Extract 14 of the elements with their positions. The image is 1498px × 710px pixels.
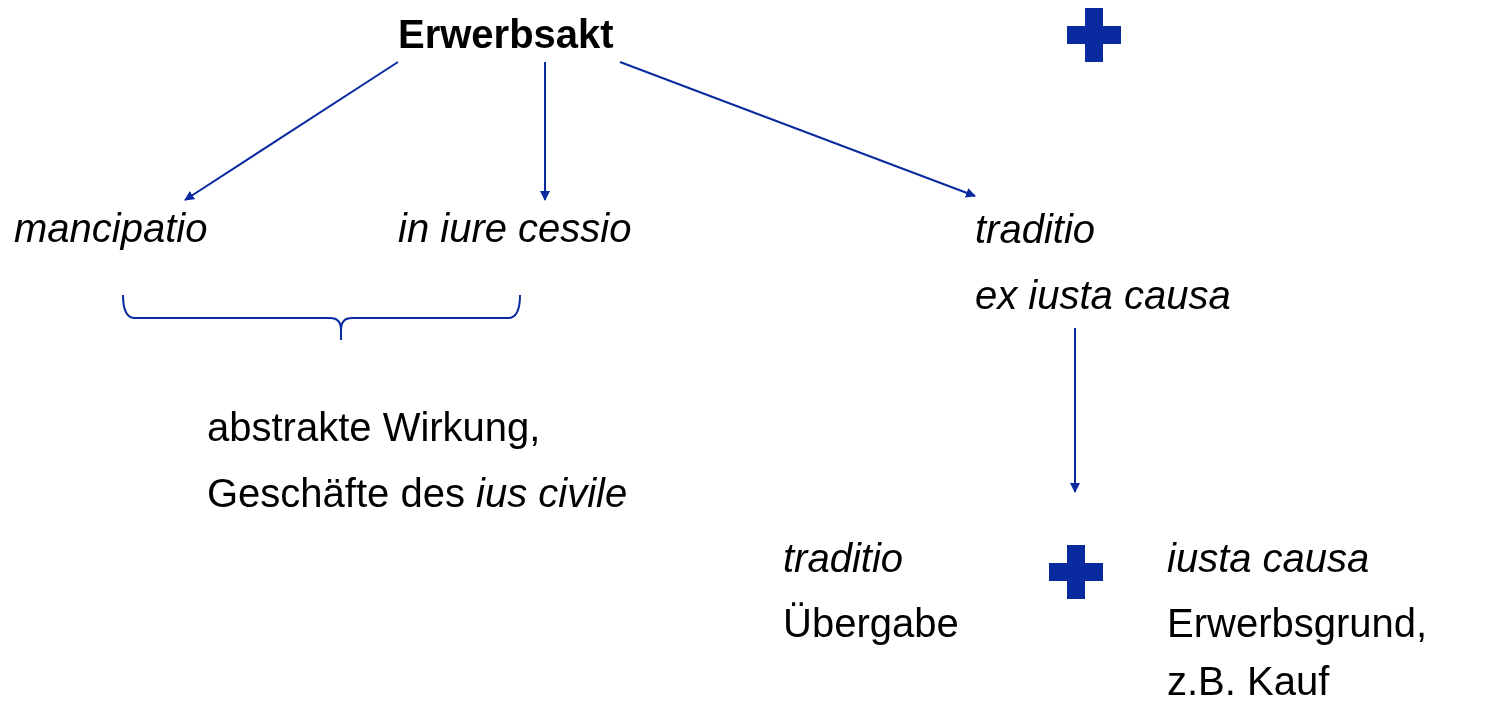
node-text: in iure cessio (398, 205, 633, 252)
node-text: mancipatio (14, 205, 209, 252)
note-text: abstrakte Wirkung, Geschäfte des ius civile (207, 404, 629, 517)
term-text: traditio (783, 535, 905, 582)
arrow (540, 61, 550, 201)
arrow (619, 61, 976, 198)
translation-text: Erwerbsgrund, z.B. Kauf (1167, 600, 1429, 705)
node-text: traditio (975, 206, 1097, 253)
translation-text: Übergabe (783, 600, 960, 647)
term-text: iusta causa (1167, 535, 1371, 582)
arrow (184, 61, 399, 201)
arrow (1070, 327, 1080, 493)
node-text: Erwerbsakt (398, 11, 615, 58)
node-text: ex iusta causa (975, 272, 1232, 319)
